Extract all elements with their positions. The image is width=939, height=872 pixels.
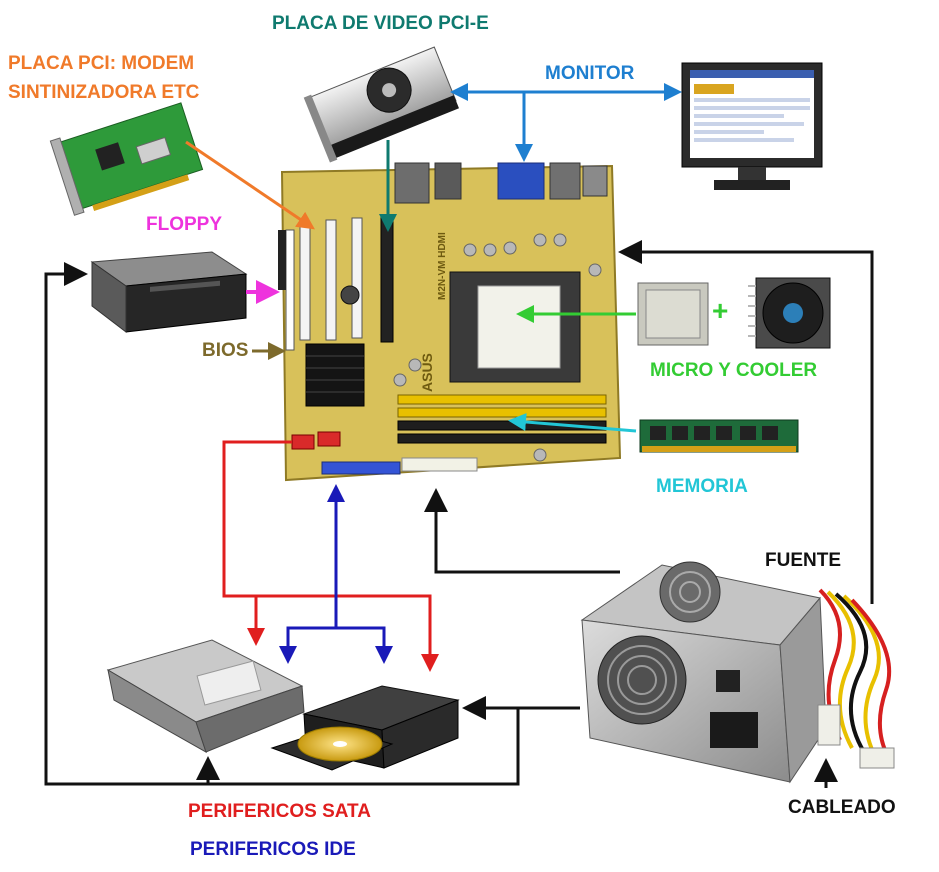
label-cpu-cooler: MICRO Y COOLER (650, 360, 818, 381)
memory-module-image (639, 419, 799, 453)
optical-drive-image (270, 685, 460, 771)
label-monitor: MONITOR (545, 63, 635, 84)
hard-disk-image (106, 639, 305, 754)
floppy-drive-image (90, 251, 248, 334)
plus-sign: + (712, 295, 728, 326)
label-floppy: FLOPPY (146, 214, 223, 235)
monitor-connection (450, 83, 682, 162)
label-pci-card-line2: SINTINIZADORA ETC (8, 82, 200, 103)
label-power-supply: FUENTE (765, 550, 841, 571)
power-connections (44, 240, 874, 788)
motherboard: ASUS M2N-VM HDMI (278, 162, 622, 482)
ide-connections (279, 484, 393, 664)
pci-card-arrow (185, 140, 315, 230)
label-bios: BIOS (202, 340, 249, 361)
label-ide: PERIFERICOS IDE (190, 839, 356, 860)
label-sata: PERIFERICOS SATA (188, 801, 371, 822)
label-pci-card-line1: PLACA PCI: MODEM (8, 53, 195, 74)
label-memory: MEMORIA (656, 476, 748, 497)
cpu-image (637, 282, 709, 346)
power-supply-image (580, 561, 895, 784)
label-cabling: CABLEADO (788, 797, 896, 818)
monitor-image (681, 62, 823, 190)
memory-arrow (508, 413, 637, 433)
board-brand: ASUS (419, 353, 435, 392)
label-video-card: PLACA DE VIDEO PCI-E (272, 13, 489, 34)
pci-card-image (49, 102, 204, 216)
sata-connections (222, 440, 439, 672)
video-card-image (303, 46, 459, 163)
board-model: M2N-VM HDMI (437, 232, 448, 300)
cooler-image (748, 277, 831, 349)
